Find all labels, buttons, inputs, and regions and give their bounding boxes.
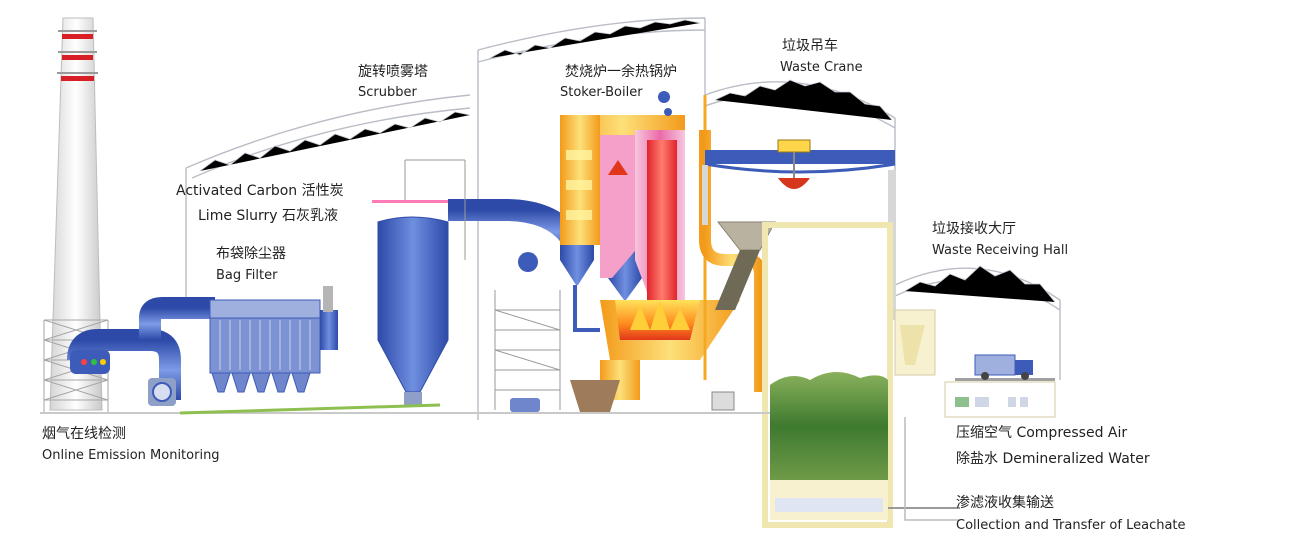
waste-crane-label-en: Waste Crane [780,60,863,75]
flue-duct-chimney [67,297,215,406]
waste-pit [762,222,960,528]
bag-filter-label-zh: 布袋除尘器 [216,246,286,262]
stoker-boiler-label-en: Stoker-Boiler [560,85,643,100]
bag-filter-label-en: Bag Filter [216,268,278,283]
scrubber-label-en: Scrubber [358,85,417,100]
scrubber-tower [372,200,454,406]
compressed-air-label: 压缩空气 Compressed Air [956,425,1128,441]
scrubber-label-zh: 旋转喷雾塔 [358,64,428,80]
lime-slurry-label: Lime Slurry 石灰乳液 [198,208,339,224]
demineralized-water-label: 除盐水 Demineralized Water [956,451,1150,467]
waste-crane-label-zh: 垃圾吊车 [782,38,838,54]
crane-hall [702,139,896,320]
stoker-boiler [560,91,740,400]
feed-hopper [715,221,776,310]
bag-filter [209,286,338,393]
duct-boiler-scrubber [448,199,586,257]
receiving-hall [894,309,1056,521]
base-equipment [510,380,735,412]
roof-web [199,19,1056,303]
steel-structure [404,159,561,410]
waste-receiving-hall-label-zh: 垃圾接收大厅 [932,221,1016,237]
stoker-boiler-label-zh: 焚烧炉一余热锅炉 [565,64,677,80]
leachate-label-en: Collection and Transfer of Leachate [956,518,1186,533]
waste-receiving-hall-label-en: Waste Receiving Hall [932,243,1069,258]
green-pipe [179,403,441,415]
activated-carbon-label: Activated Carbon 活性炭 [176,183,344,199]
online-emission-label-en: Online Emission Monitoring [42,448,220,463]
leachate-label-zh: 渗滤液收集输送 [956,495,1054,511]
online-emission-label-zh: 烟气在线检测 [42,426,126,442]
